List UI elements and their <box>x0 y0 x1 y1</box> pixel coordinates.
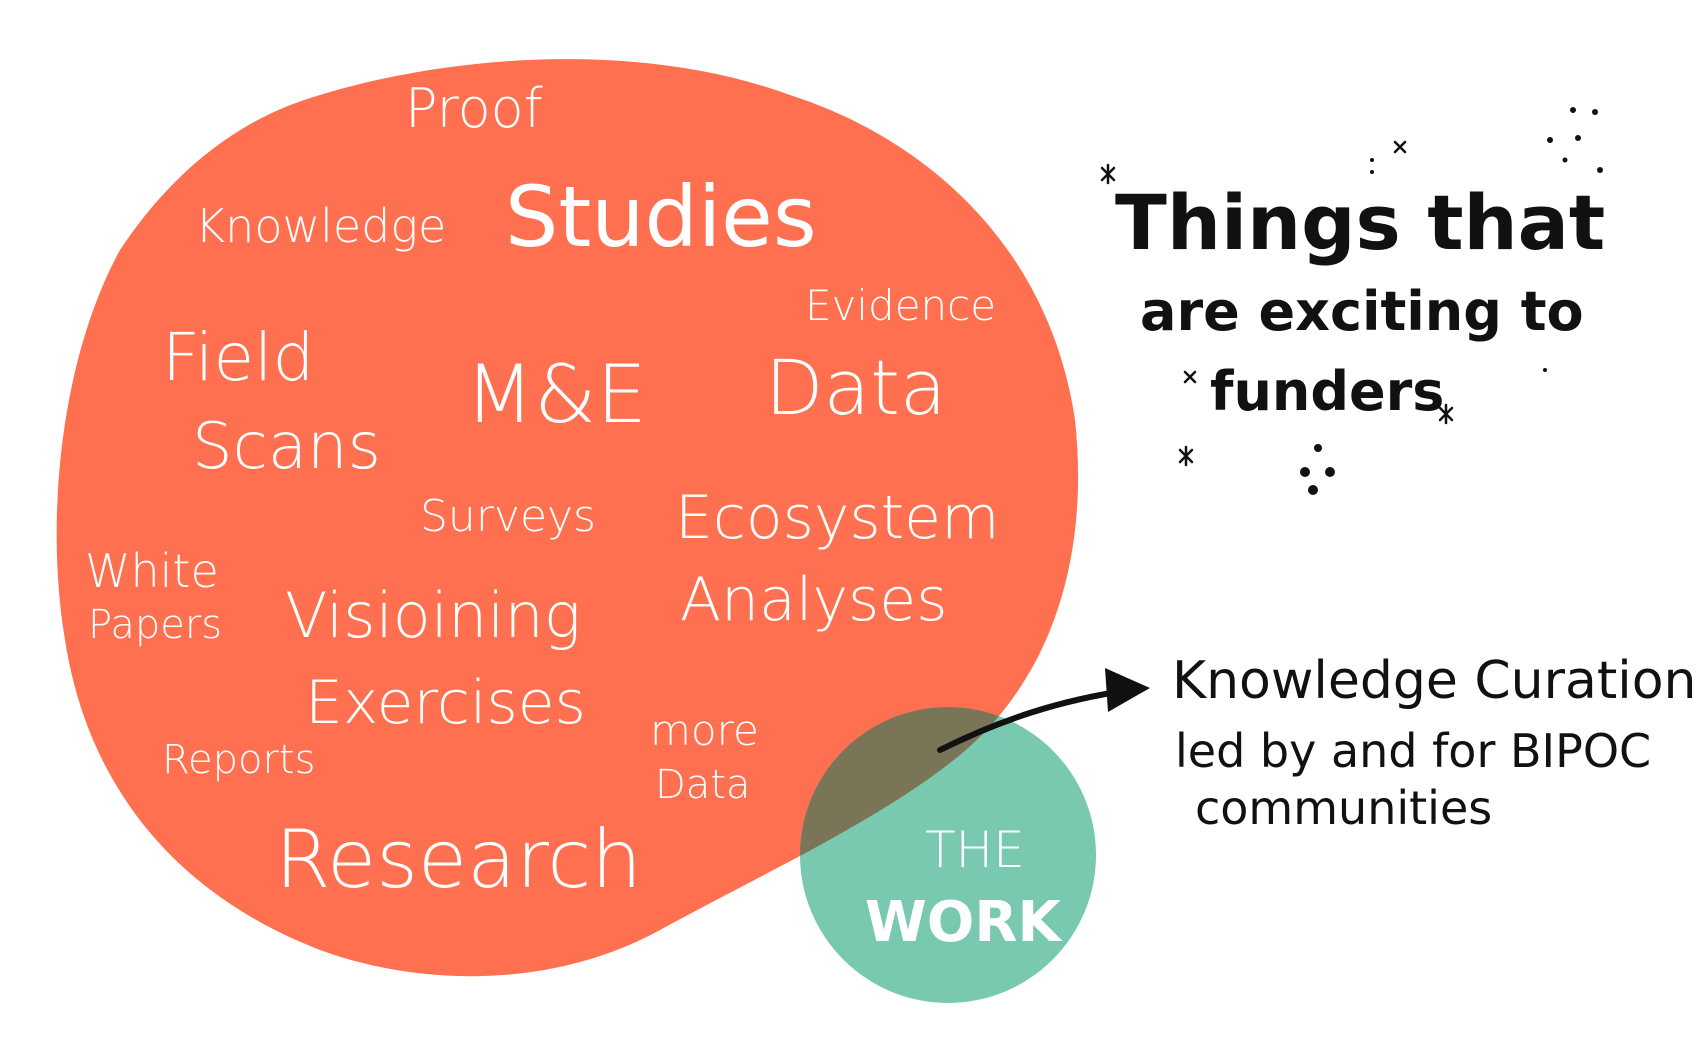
word-analyses: Analyses <box>680 565 948 635</box>
word-proof: Proof <box>405 77 543 140</box>
word-evidence: Evidence <box>805 281 997 330</box>
funders-blob <box>56 59 1079 977</box>
word-scans: Scans <box>192 410 381 484</box>
callout-line2: led by and for BIPOC <box>1175 724 1652 778</box>
decorative-stars <box>1100 140 1454 467</box>
word-exercises: Exercises <box>305 668 586 738</box>
word-studies: Studies <box>505 168 817 266</box>
word-visioning: Visioining <box>285 579 581 652</box>
word-papers: Papers <box>88 602 223 648</box>
word-knowledge: Knowledge <box>195 199 447 253</box>
word-surveys: Surveys <box>420 491 596 542</box>
word-research: Research <box>275 813 642 906</box>
the-work-line1: THE <box>925 821 1025 879</box>
decorative-dots <box>1300 107 1603 495</box>
heading-line1: Things that <box>1115 178 1606 267</box>
the-work-line2: WORK <box>865 890 1061 955</box>
callout-line1: Knowledge Curation <box>1172 651 1697 711</box>
word-field: Field <box>162 319 315 396</box>
word-reports: Reports <box>162 737 316 783</box>
word-more: more <box>650 706 759 755</box>
word-white: White <box>85 544 219 598</box>
word-more-data: Data <box>655 762 751 808</box>
word-data: Data <box>765 343 947 432</box>
heading-line2: are exciting to <box>1140 280 1584 343</box>
word-ecosystem: Ecosystem <box>675 483 1000 553</box>
heading-line3: funders <box>1210 360 1445 423</box>
arrow-head <box>1105 668 1150 712</box>
callout-line3: communities <box>1195 781 1493 835</box>
arrow-line <box>937 687 1133 753</box>
word-me: M&E <box>465 348 647 441</box>
